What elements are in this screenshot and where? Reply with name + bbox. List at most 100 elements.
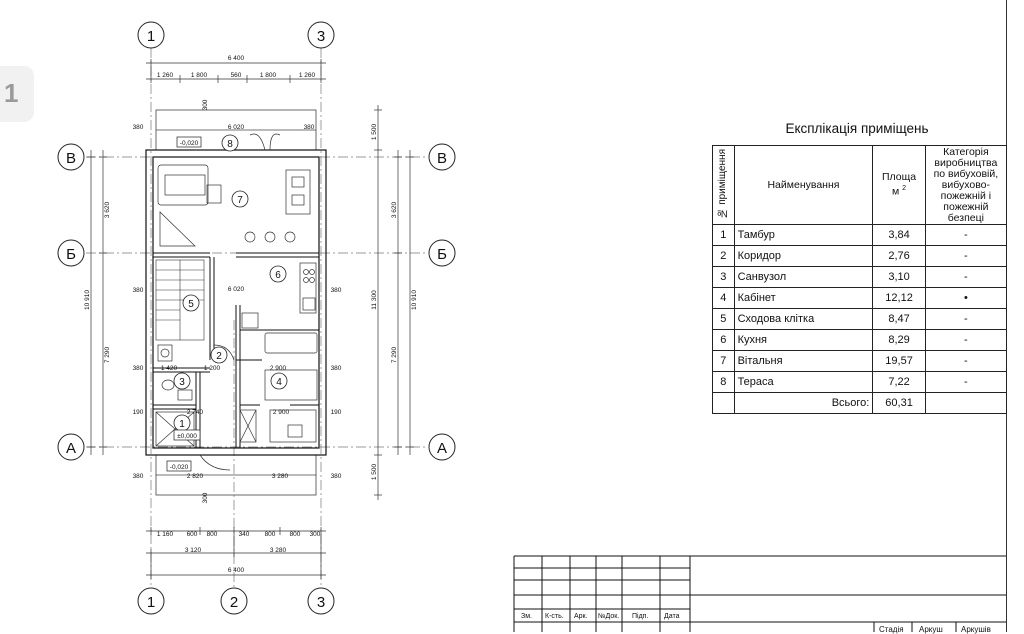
header-area-unit: м	[892, 185, 900, 198]
dim-top-4: 1 800	[260, 72, 277, 79]
explication-title: Експлікація приміщень	[785, 121, 929, 136]
header-category: Категорія виробництва по вибуховій, вибу…	[924, 145, 1008, 225]
dim-right-2: 3 620	[391, 201, 398, 218]
offset-6: 190	[133, 409, 144, 416]
row-no: 3	[712, 266, 735, 288]
dim-interior-2: 6 020	[228, 286, 245, 293]
axis-label-left-v: В	[66, 150, 76, 167]
room-circles	[173, 134, 288, 432]
stamp-header-qty: К-сть.	[545, 613, 564, 620]
room-number-2: 2	[216, 351, 222, 362]
stamp-header-sheet: Арк.	[574, 613, 588, 620]
dim-bottom-8: 3 120	[185, 547, 202, 554]
row-name: Тераса	[733, 371, 874, 393]
dim-right-3: 11 300	[371, 290, 378, 310]
row-name: Тамбур	[733, 224, 874, 246]
dim-bottom-4: 340	[239, 531, 250, 538]
dim-bottom-9: 3 280	[270, 547, 287, 554]
stamp-header-sign: Підп.	[632, 613, 649, 620]
header-area-label: Площа	[881, 171, 917, 184]
frame-border	[1006, 0, 1007, 632]
offset-1: 380	[133, 124, 144, 131]
row-cat: -	[924, 266, 1008, 288]
axis-label-top-3: 3	[317, 28, 325, 45]
room-number-5: 5	[188, 299, 194, 310]
total-label: Всього:	[733, 392, 874, 414]
axis-label-bottom-1: 1	[147, 594, 155, 611]
row-no: 8	[712, 371, 735, 393]
offset-7: 190	[331, 409, 342, 416]
level-mark-1: -0,020	[180, 140, 199, 147]
row-area: 8,47	[872, 308, 926, 330]
total-value: 60,31	[872, 392, 926, 414]
axis-label-right-b: Б	[437, 246, 447, 263]
header-name: Найменування	[733, 145, 874, 225]
level-marks	[166, 136, 202, 472]
axis-label-bottom-3: 3	[317, 594, 325, 611]
row-cat: -	[924, 329, 1008, 351]
dim-left-2: 7 290	[104, 346, 111, 363]
stamp-sheet: Аркуш	[919, 625, 943, 634]
row-no: 7	[712, 350, 735, 372]
row-name: Кухня	[733, 329, 874, 351]
row-name: Кабінет	[733, 287, 874, 309]
dim-bottom-total: 6 400	[228, 567, 245, 574]
offset-9: 380	[133, 473, 144, 480]
dim-right-6: 1 500	[371, 463, 378, 480]
stamp-header-date: Дата	[664, 613, 680, 620]
axis-label-right-a: А	[437, 440, 447, 457]
total-empty-cat	[924, 392, 1008, 414]
dimension-lines	[87, 59, 414, 579]
room-number-1: 1	[179, 419, 185, 430]
dim-interior-6: 1 200	[204, 365, 221, 372]
row-name: Санвузол	[733, 266, 874, 288]
axis-label-top-1: 1	[147, 28, 155, 45]
room-number-6: 6	[275, 270, 281, 281]
row-name: Сходова клітка	[733, 308, 874, 330]
level-mark-2: ±0,000	[177, 433, 197, 440]
header-area-sup: 2	[902, 185, 907, 193]
row-cat: -	[924, 245, 1008, 267]
row-cat: -	[924, 350, 1008, 372]
row-area: 3,84	[872, 224, 926, 246]
dim-bottom-5: 800	[265, 531, 276, 538]
title-block	[513, 555, 1006, 632]
axis-bubbles	[57, 21, 456, 615]
row-cat: •	[924, 287, 1008, 309]
dim-right-4: 7 290	[391, 346, 398, 363]
dim-top-total: 6 400	[228, 55, 245, 62]
row-area: 12,12	[872, 287, 926, 309]
dim-bottom-6: 800	[290, 531, 301, 538]
row-area: 3,10	[872, 266, 926, 288]
page-number: 1	[4, 78, 19, 108]
dim-left-3: 10 910	[84, 290, 91, 310]
axis-label-left-a: А	[66, 440, 76, 457]
row-cat: -	[924, 224, 1008, 246]
row-no: 4	[712, 287, 735, 309]
dim-top-1: 1 260	[157, 72, 174, 79]
offset-bottom: 300	[202, 492, 209, 503]
dim-right-5: 10 910	[411, 290, 418, 310]
offset-10: 380	[331, 473, 342, 480]
offset-3: 380	[133, 287, 144, 294]
dim-interior-7: 2 900	[270, 365, 287, 372]
table-total-row: Всього: 60,31	[712, 392, 1008, 414]
room-number-7: 7	[237, 195, 243, 206]
dim-top-5: 1 260	[299, 72, 316, 79]
row-name: Вітальня	[733, 350, 874, 372]
header-number: № приміщення	[712, 145, 735, 225]
dim-bottom-3: 800	[207, 531, 218, 538]
room-number-3: 3	[179, 377, 185, 388]
row-no: 6	[712, 329, 735, 351]
page-indicator[interactable]: 1	[0, 66, 34, 122]
level-mark-3: -0,020	[170, 464, 189, 471]
row-area: 19,57	[872, 350, 926, 372]
